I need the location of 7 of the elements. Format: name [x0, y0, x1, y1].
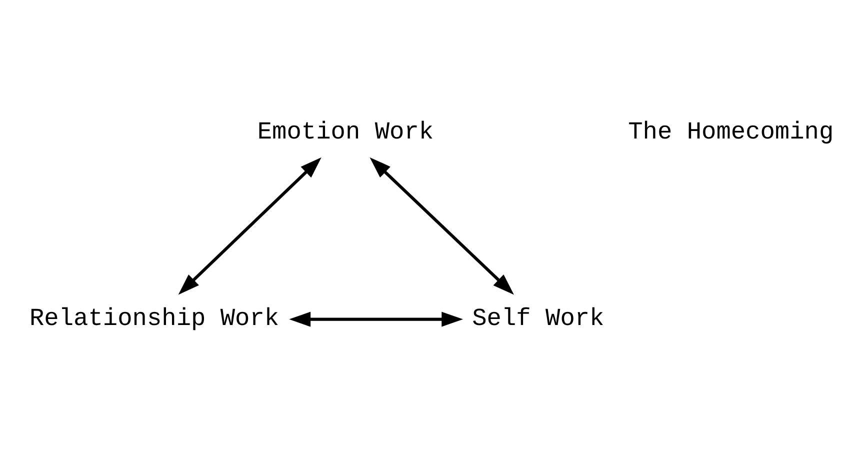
arrow — [288, 312, 463, 327]
node-text: Self Work — [472, 306, 604, 334]
node-text: Relationship Work — [28, 306, 279, 334]
arrow — [178, 157, 321, 295]
arrow — [369, 157, 514, 295]
label: The Homecoming — [628, 120, 834, 147]
node-text: Emotion Work — [256, 120, 434, 147]
